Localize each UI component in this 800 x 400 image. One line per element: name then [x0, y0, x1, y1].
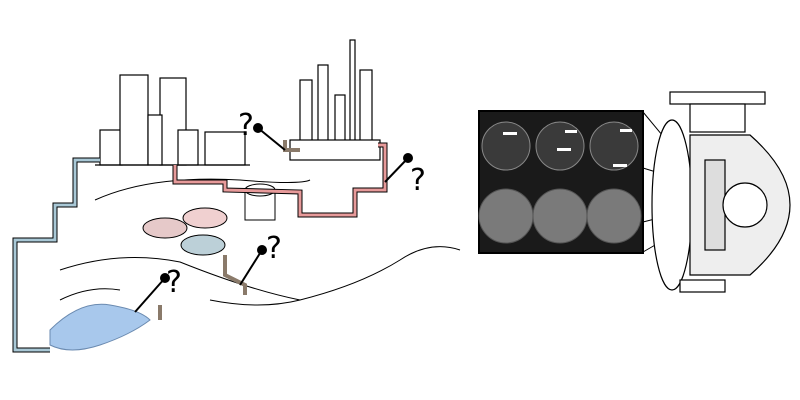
factory: [289, 39, 381, 161]
valve-cross-section: [651, 91, 791, 293]
pipette-icon: [384, 153, 413, 183]
pipette-icon: [253, 123, 286, 151]
pipette-icon: [239, 245, 267, 286]
question-mark: ?: [238, 108, 254, 143]
question-mark: ?: [166, 265, 182, 300]
pipette-icon: [134, 273, 170, 313]
treatment-plant: [142, 183, 276, 256]
valve-image-top-row: [481, 121, 639, 171]
question-mark: ?: [266, 231, 282, 266]
treated-water-pipe: [158, 255, 247, 320]
surface-image-bottom-row: [478, 188, 642, 244]
river: [49, 303, 151, 351]
camera-image-grid: [478, 110, 717, 254]
question-mark: ?: [410, 163, 426, 198]
city-buildings: [95, 74, 250, 166]
landscape: [59, 178, 461, 306]
